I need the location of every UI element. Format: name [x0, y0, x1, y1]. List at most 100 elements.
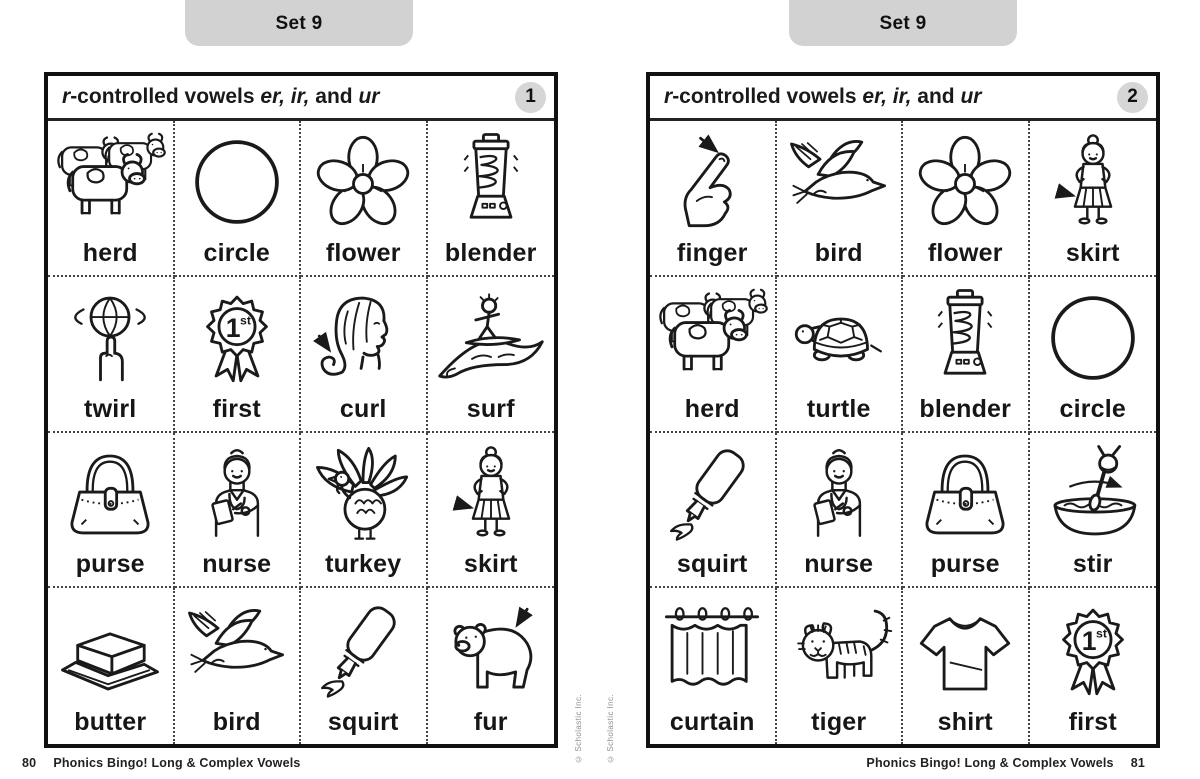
card-title: r-controlled vowels er, ir, and ur — [62, 85, 380, 108]
bingo-cell-shirt: shirt — [903, 588, 1030, 744]
cell-word: fur — [473, 708, 508, 736]
cell-word: flower — [325, 238, 401, 267]
cell-word: blender — [919, 394, 1012, 423]
cell-word: surf — [466, 394, 515, 423]
card-header: r-controlled vowels er, ir, and ur 1 — [48, 76, 554, 121]
cell-word: flower — [927, 238, 1003, 267]
stirring-bowl-icon — [1032, 439, 1155, 550]
bingo-cell-nurse: nurse — [174, 432, 301, 589]
bingo-cell-squirt: squirt — [650, 432, 777, 589]
cell-word: bird — [814, 238, 863, 267]
bingo-cell-squirt: squirt — [301, 588, 428, 744]
cell-word: skirt — [463, 550, 518, 579]
bingo-cell-curtain: curtain — [650, 588, 777, 744]
cell-word: herd — [82, 238, 138, 267]
bingo-grid: herd circle flower blender twirl first c… — [48, 121, 554, 744]
cell-word: shirt — [937, 708, 993, 736]
turkey-icon — [303, 439, 424, 550]
purse-icon — [905, 439, 1026, 550]
bingo-cell-fur: fur — [427, 588, 554, 744]
cell-word: circle — [1059, 394, 1127, 423]
shirt-icon — [905, 594, 1026, 707]
bingo-cell-flower: flower — [301, 121, 428, 277]
girl-skirt-icon — [430, 439, 553, 550]
nurse-icon — [177, 439, 298, 550]
bingo-cell-turkey: turkey — [301, 432, 428, 589]
squeeze-tube-icon — [303, 594, 424, 707]
footer-right: Phonics Bingo! Long & Complex Vowels 81 — [866, 756, 1145, 770]
girl-skirt-icon — [1032, 127, 1155, 238]
bear-fur-icon — [430, 594, 553, 707]
cell-word: bird — [212, 708, 261, 736]
bingo-cell-skirt: skirt — [427, 432, 554, 589]
blender-icon — [430, 127, 553, 238]
curled-hair-icon — [303, 283, 424, 394]
bingo-cell-turtle: turtle — [776, 276, 903, 433]
cell-word: first — [212, 394, 261, 423]
bingo-cell-skirt: skirt — [1029, 121, 1156, 277]
spinning-ball-icon — [50, 283, 171, 394]
bingo-cell-purse: purse — [48, 432, 175, 589]
bingo-cell-first: first — [174, 276, 301, 433]
cell-word: circle — [203, 238, 271, 267]
bingo-cell-blender: blender — [903, 276, 1030, 433]
bingo-cell-twirl: twirl — [48, 276, 175, 433]
bingo-cell-butter: butter — [48, 588, 175, 744]
first-place-rosette-icon — [177, 283, 298, 394]
cell-word: first — [1068, 708, 1117, 736]
bingo-cell-circle: circle — [1029, 276, 1156, 433]
tiger-icon — [779, 594, 900, 707]
circle-icon — [177, 127, 298, 238]
card-number-badge: 2 — [1117, 81, 1148, 113]
bingo-cell-bird: bird — [776, 121, 903, 277]
pointing-finger-icon — [652, 127, 773, 238]
cell-word: turkey — [325, 550, 402, 579]
cell-word: squirt — [676, 550, 748, 579]
cell-word: turtle — [806, 394, 871, 423]
cell-word: nurse — [804, 550, 874, 579]
cell-word: squirt — [327, 708, 399, 736]
book-title: Phonics Bingo! Long & Complex Vowels — [866, 756, 1114, 770]
bingo-card-2: r-controlled vowels er, ir, and ur 2 fin… — [646, 72, 1160, 748]
blender-icon — [905, 283, 1026, 394]
squeeze-tube-icon — [652, 439, 773, 550]
bingo-cell-blender: blender — [427, 121, 554, 277]
book-title: Phonics Bingo! Long & Complex Vowels — [53, 756, 301, 770]
bingo-cell-tiger: tiger — [776, 588, 903, 744]
copyright-text: © Scholastic Inc. — [574, 694, 583, 764]
cell-word: skirt — [1065, 238, 1120, 267]
curtain-icon — [652, 594, 773, 707]
cell-word: butter — [74, 708, 147, 736]
card-header: r-controlled vowels er, ir, and ur 2 — [650, 76, 1156, 121]
bingo-cell-nurse: nurse — [776, 432, 903, 589]
cell-word: finger — [676, 238, 748, 267]
bird-icon — [177, 594, 298, 707]
turtle-icon — [779, 283, 900, 394]
bingo-cell-herd: herd — [48, 121, 175, 277]
surfer-icon — [430, 283, 553, 394]
cell-word: tiger — [811, 708, 867, 736]
butter-icon — [50, 594, 171, 707]
bingo-cell-first: first — [1029, 588, 1156, 744]
cell-word: blender — [444, 238, 537, 267]
footer-left: 80 Phonics Bingo! Long & Complex Vowels — [22, 756, 301, 770]
page-number: 80 — [22, 756, 37, 770]
set-tab-label: Set 9 — [879, 13, 927, 34]
bingo-cell-finger: finger — [650, 121, 777, 277]
bingo-cell-flower: flower — [903, 121, 1030, 277]
cell-word: purse — [75, 550, 145, 579]
bingo-grid: finger bird flower skirt herd turtle ble… — [650, 121, 1156, 744]
bingo-cell-circle: circle — [174, 121, 301, 277]
copyright-text: © Scholastic Inc. — [606, 694, 615, 764]
set-tab-right: Set 9 — [789, 0, 1017, 46]
circle-icon — [1032, 283, 1155, 394]
nurse-icon — [779, 439, 900, 550]
set-tab-label: Set 9 — [275, 13, 323, 34]
cell-word: curtain — [669, 708, 755, 736]
bingo-cell-bird: bird — [174, 588, 301, 744]
card-number-badge: 1 — [515, 81, 546, 113]
bingo-cell-herd: herd — [650, 276, 777, 433]
flower-icon — [303, 127, 424, 238]
cell-word: twirl — [84, 394, 137, 423]
set-tab-left: Set 9 — [185, 0, 413, 46]
